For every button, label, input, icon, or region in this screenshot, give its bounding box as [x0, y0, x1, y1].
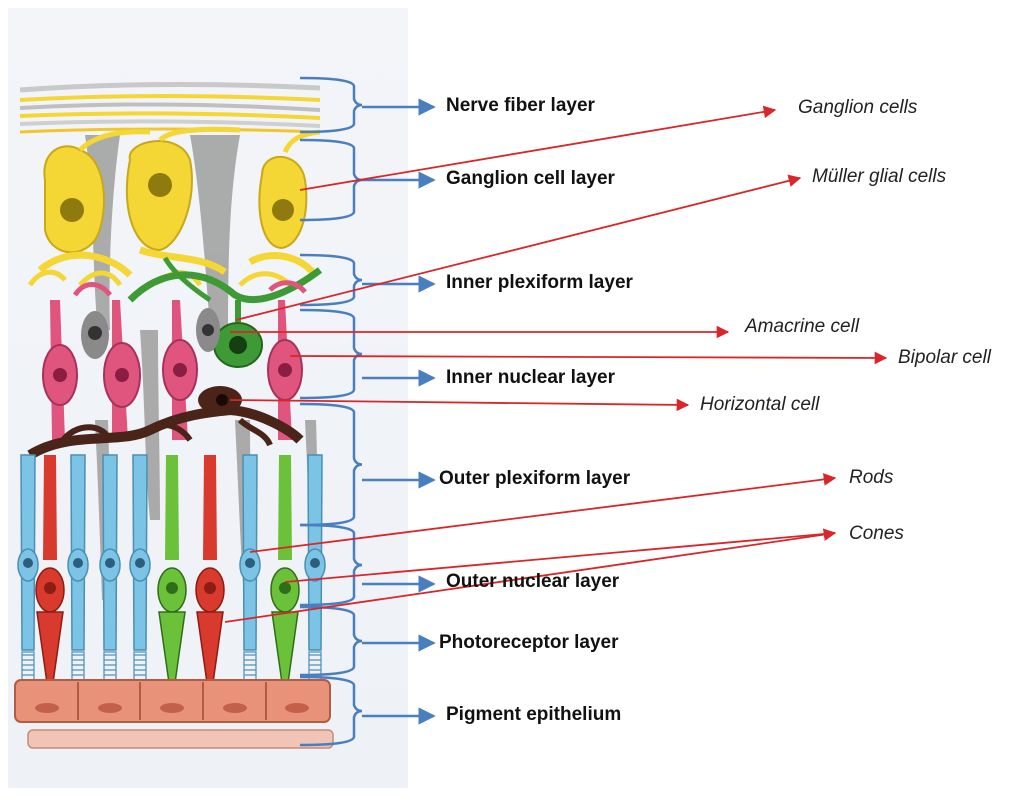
layer-label-photoreceptor: Photoreceptor layer [439, 632, 619, 654]
cell-label-muller-glial: Müller glial cells [812, 166, 946, 188]
layer-label-pigment-epithelium: Pigment epithelium [446, 704, 621, 726]
layer-label-outer-nuclear: Outer nuclear layer [446, 571, 619, 593]
layer-label-ganglion-cell: Ganglion cell layer [446, 168, 615, 190]
layer-label-inner-nuclear: Inner nuclear layer [446, 367, 615, 389]
pigment-epithelium-cells [15, 680, 333, 748]
cell-label-ganglion-cells: Ganglion cells [798, 97, 917, 119]
cell-label-rods: Rods [849, 467, 893, 489]
cell-label-amacrine: Amacrine cell [745, 316, 859, 338]
cell-label-horizontal: Horizontal cell [700, 394, 819, 416]
layer-label-inner-plexiform: Inner plexiform layer [446, 272, 633, 294]
cell-label-cones: Cones [849, 523, 904, 545]
cell-label-bipolar: Bipolar cell [898, 347, 991, 369]
layer-label-outer-plexiform: Outer plexiform layer [439, 468, 630, 490]
layer-label-nerve-fiber: Nerve fiber layer [446, 95, 595, 117]
